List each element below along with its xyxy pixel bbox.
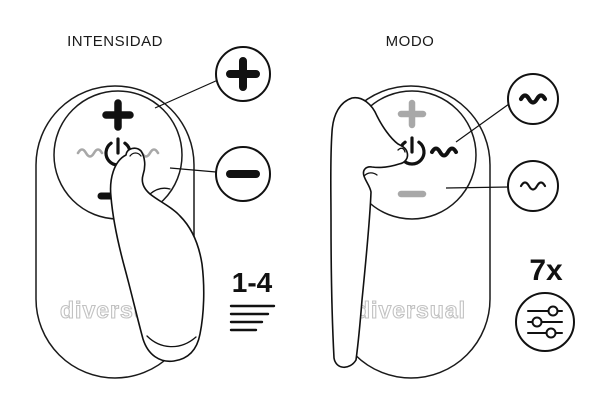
fingernail	[129, 152, 142, 157]
plus-icon	[226, 57, 260, 91]
intensity-panel: INTENSIDAD diversual	[35, 33, 276, 379]
plus-icon	[397, 99, 427, 129]
wave-thin-callout	[507, 160, 559, 212]
pointing-hand	[109, 147, 205, 363]
callout-line	[445, 186, 510, 189]
minus-callout	[215, 146, 271, 202]
knuckle-crease	[363, 172, 378, 177]
callout-line	[455, 103, 510, 143]
intensity-levels: 1-4	[229, 267, 276, 332]
fingernail	[397, 147, 406, 153]
count-label: 7x	[529, 254, 563, 287]
mode-count-legend: 7x	[515, 254, 575, 352]
level-lines	[229, 304, 276, 332]
wrist-crease	[146, 335, 197, 348]
plus-callout	[215, 46, 271, 102]
callout-line	[154, 79, 219, 109]
wave-bold-callout	[507, 73, 559, 125]
brand-logo: diversual	[356, 297, 466, 323]
plus-icon	[102, 99, 134, 131]
range-label: 1-4	[232, 267, 273, 298]
pointing-hand	[329, 96, 409, 369]
callout-line	[169, 167, 217, 173]
knuckle-crease	[149, 187, 171, 195]
mode-panel: MODO diversual	[329, 33, 575, 379]
sliders-icon	[515, 292, 575, 352]
mode-title: MODO	[386, 33, 435, 50]
intensity-title: INTENSIDAD	[67, 33, 163, 50]
